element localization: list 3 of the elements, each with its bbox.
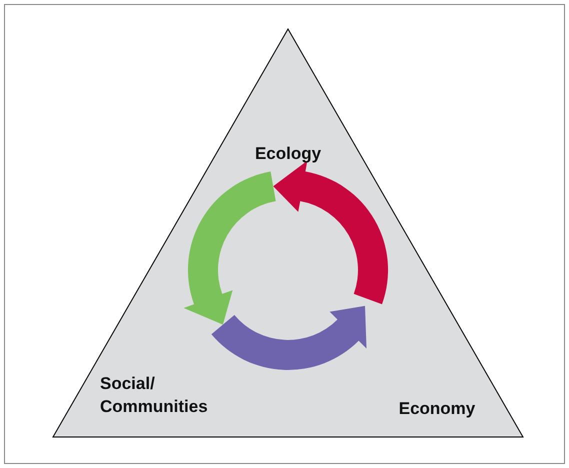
node-label: Ecology (254, 143, 322, 165)
node-label: Social/ Communities (100, 373, 209, 418)
node-label: Economy (398, 398, 476, 420)
